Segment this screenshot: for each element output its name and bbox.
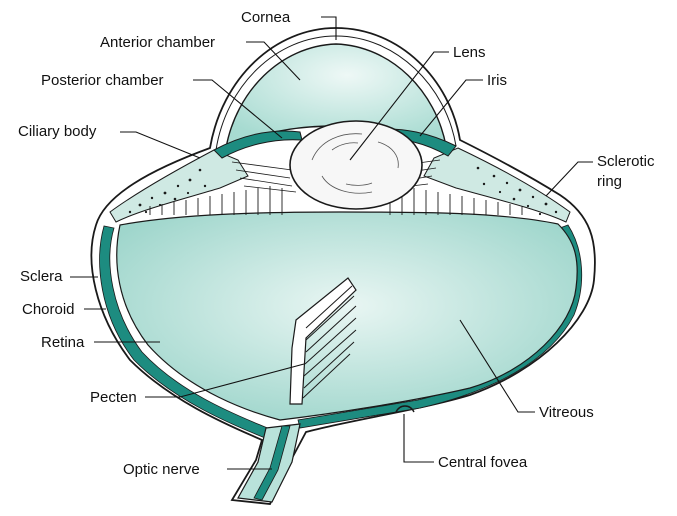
label-choroid: Choroid [22,301,75,318]
leader-ciliary-body [120,132,200,158]
label-vitreous: Vitreous [539,404,594,421]
leader-central-fovea [404,414,434,462]
label-central-fovea: Central fovea [438,454,528,471]
optic-nerve-stalk [238,424,300,502]
label-cornea: Cornea [241,9,291,26]
label-sclera: Sclera [20,268,63,285]
label-pecten: Pecten [90,389,137,406]
lens-shape [290,121,422,209]
eyeball [91,28,594,504]
label-sclerotic-ring-2: ring [597,173,622,190]
label-lens: Lens [453,44,486,61]
label-anterior-chamber: Anterior chamber [100,34,215,51]
label-optic-nerve: Optic nerve [123,461,200,478]
label-iris: Iris [487,72,507,89]
label-posterior-chamber: Posterior chamber [41,72,164,89]
label-ciliary-body: Ciliary body [18,123,97,140]
label-retina: Retina [41,334,85,351]
label-sclerotic-ring-1: Sclerotic [597,153,655,170]
